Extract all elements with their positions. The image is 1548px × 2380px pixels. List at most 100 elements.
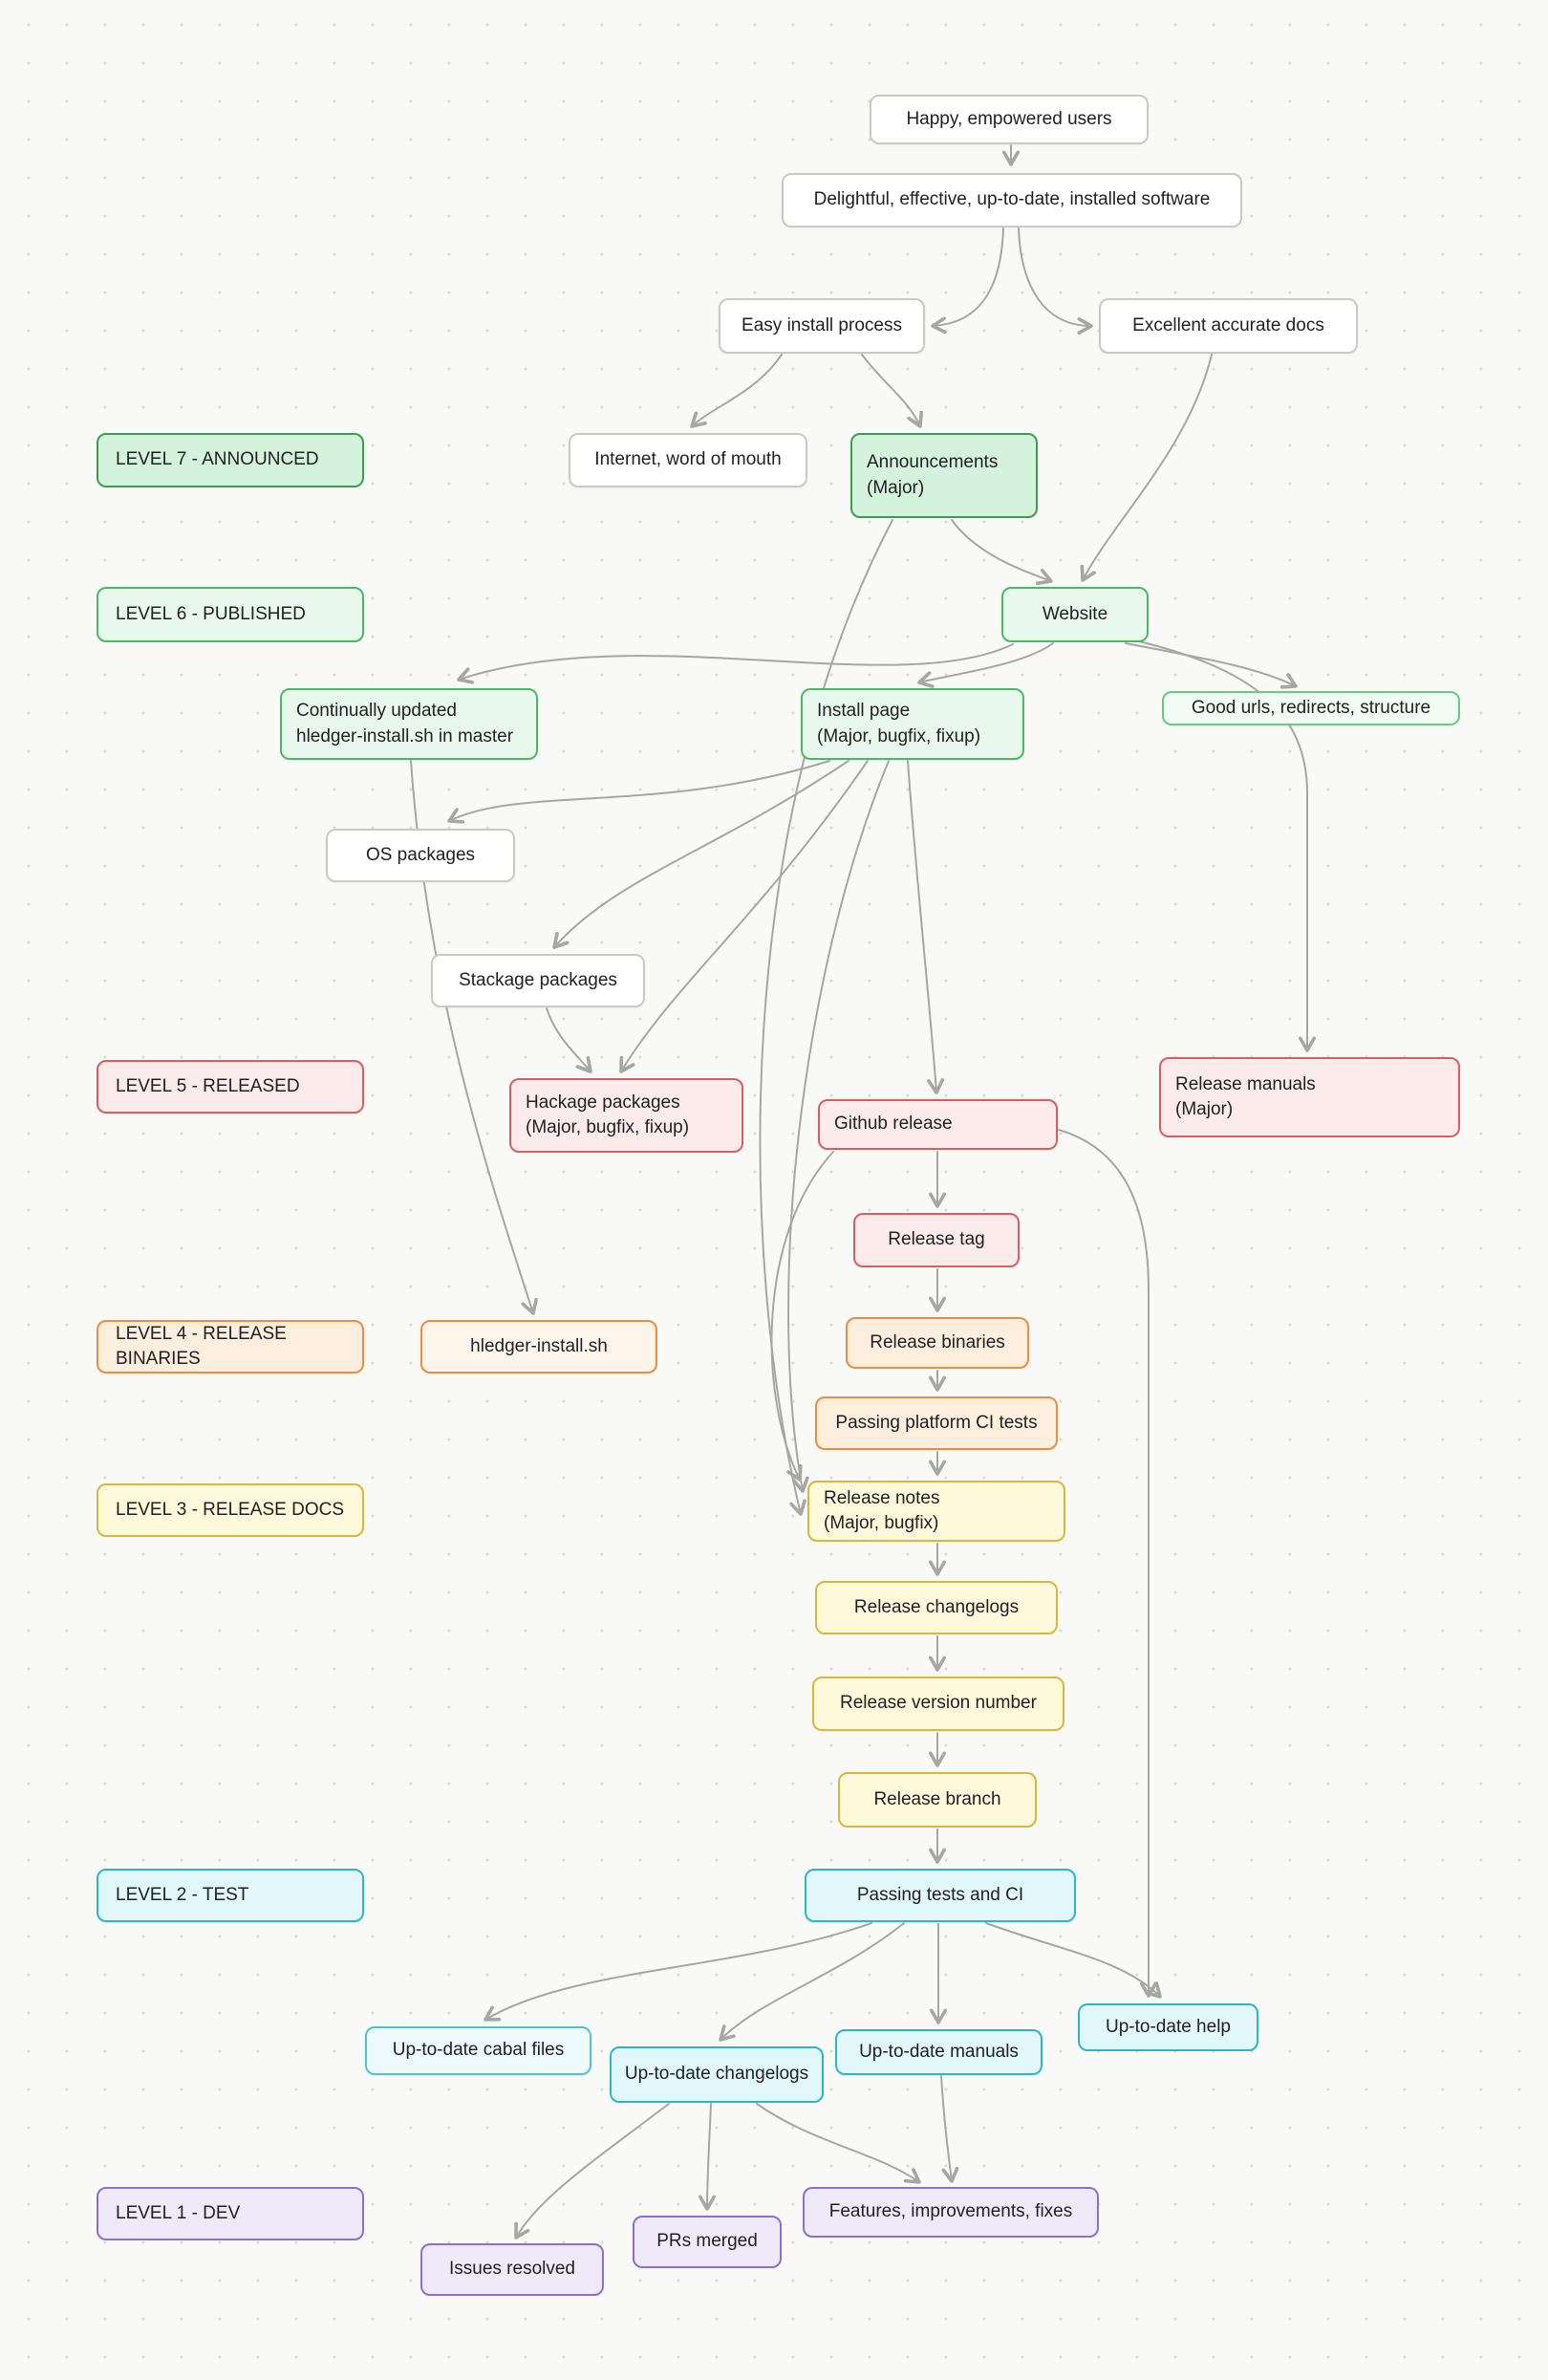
edge-utd-changelogs-prs-merged xyxy=(699,2103,717,2211)
node-label: Release notes (Major, bugfix) xyxy=(824,1487,940,1533)
node-label: hledger-install.sh xyxy=(470,1335,608,1356)
node-release-version-number: Release version number xyxy=(812,1677,1064,1731)
node-utd-help: Up-to-date help xyxy=(1078,2003,1258,2051)
node-label: Issues resolved xyxy=(448,2259,575,2280)
edge-utd-changelogs-issues-resolved xyxy=(514,2103,670,2239)
node-stackage-packages: Stackage packages xyxy=(431,954,645,1007)
edge-delightful-software-easy-install-process xyxy=(931,227,1004,335)
level-label-text: LEVEL 6 - PUBLISHED xyxy=(116,603,306,624)
node-issues-resolved: Issues resolved xyxy=(420,2243,604,2296)
node-label: Announcements (Major) xyxy=(867,452,999,498)
node-delightful-software: Delightful, effective, up-to-date, insta… xyxy=(782,173,1242,227)
node-continually-updated-install-script: Continually updated hledger-install.sh i… xyxy=(280,688,538,760)
node-release-manuals: Release manuals (Major) xyxy=(1159,1057,1460,1137)
node-label: Good urls, redirects, structure xyxy=(1191,697,1431,718)
node-label: Continually updated hledger-install.sh i… xyxy=(296,701,514,746)
edge-passing-tests-ci-utd-help xyxy=(985,1922,1162,1999)
node-website: Website xyxy=(1001,587,1149,642)
node-label: Internet, word of mouth xyxy=(594,449,782,470)
node-release-tag: Release tag xyxy=(853,1213,1020,1267)
node-hackage-packages: Hackage packages (Major, bugfix, fixup) xyxy=(509,1078,743,1153)
node-label: Excellent accurate docs xyxy=(1132,314,1324,335)
node-label: Release manuals (Major) xyxy=(1175,1073,1316,1119)
edge-utd-changelogs-features-improvements-fixes xyxy=(756,2103,921,2184)
node-label: Release tag xyxy=(888,1229,985,1250)
node-passing-platform-ci: Passing platform CI tests xyxy=(815,1396,1058,1450)
node-label: Passing tests and CI xyxy=(856,1884,1024,1905)
edge-github-release-release-notes xyxy=(770,1151,834,1482)
node-label: Stackage packages xyxy=(459,969,617,990)
node-label: Features, improvements, fixes xyxy=(828,2201,1073,2222)
node-install-page: Install page (Major, bugfix, fixup) xyxy=(801,688,1024,760)
node-happy-users: Happy, empowered users xyxy=(870,95,1149,144)
node-utd-cabal-files: Up-to-date cabal files xyxy=(365,2026,591,2075)
node-easy-install-process: Easy install process xyxy=(719,298,925,354)
node-label: Release changelogs xyxy=(853,1596,1020,1617)
edge-website-install-page xyxy=(917,642,1054,688)
node-github-release: Github release xyxy=(818,1099,1058,1150)
node-label: Up-to-date changelogs xyxy=(624,2064,809,2085)
node-passing-tests-ci: Passing tests and CI xyxy=(805,1869,1076,1922)
edge-install-page-hackage-packages xyxy=(619,760,869,1073)
node-utd-changelogs: Up-to-date changelogs xyxy=(610,2046,824,2103)
level-label-text: LEVEL 2 - TEST xyxy=(116,1884,249,1905)
edge-easy-install-process-internet-word-of-mouth xyxy=(690,354,783,428)
node-label: Up-to-date help xyxy=(1106,2016,1231,2037)
level-label-text: LEVEL 5 - RELEASED xyxy=(116,1075,300,1096)
node-label: Up-to-date manuals xyxy=(859,2041,1019,2062)
node-release-notes: Release notes (Major, bugfix) xyxy=(807,1481,1065,1542)
node-label: Release version number xyxy=(840,1693,1037,1714)
node-release-branch: Release branch xyxy=(838,1772,1037,1828)
node-good-urls: Good urls, redirects, structure xyxy=(1162,691,1460,725)
edge-install-page-release-notes xyxy=(787,760,890,1493)
edge-announcements-release-notes xyxy=(759,519,893,1516)
node-label: Delightful, effective, up-to-date, insta… xyxy=(813,189,1211,210)
node-label: Easy install process xyxy=(742,314,902,335)
node-label: Release binaries xyxy=(870,1331,1005,1352)
level-label-3-release-docs: LEVEL 3 - RELEASE DOCS xyxy=(97,1483,364,1537)
edge-utd-manuals-features-improvements-fixes xyxy=(940,2075,959,2183)
node-label: Up-to-date cabal files xyxy=(392,2040,565,2061)
edge-website-good-urls xyxy=(1125,642,1298,689)
node-release-binaries: Release binaries xyxy=(846,1317,1029,1369)
edge-announcements-website xyxy=(951,519,1053,586)
edge-install-page-github-release xyxy=(907,760,945,1094)
node-os-packages: OS packages xyxy=(326,829,515,882)
node-label: PRs merged xyxy=(656,2231,758,2252)
node-label: Release branch xyxy=(873,1788,1001,1809)
node-excellent-docs: Excellent accurate docs xyxy=(1099,298,1358,354)
node-label: Website xyxy=(1042,603,1108,624)
level-label-2-test: LEVEL 2 - TEST xyxy=(97,1869,364,1922)
level-label-4-release-binaries: LEVEL 4 - RELEASE BINARIES xyxy=(97,1320,364,1374)
edge-website-continually-updated-install-script xyxy=(457,643,1014,684)
edge-passing-tests-ci-utd-changelogs xyxy=(719,1922,905,2042)
edge-easy-install-process-announcements xyxy=(861,354,924,428)
node-label: Hackage packages (Major, bugfix, fixup) xyxy=(526,1092,690,1137)
node-hledger-install-sh: hledger-install.sh xyxy=(420,1320,657,1374)
node-label: Passing platform CI tests xyxy=(835,1412,1038,1433)
level-label-text: LEVEL 4 - RELEASE BINARIES xyxy=(116,1323,287,1369)
node-label: Github release xyxy=(834,1114,953,1135)
edge-passing-tests-ci-utd-cabal-files xyxy=(484,1922,872,2022)
level-label-text: LEVEL 3 - RELEASE DOCS xyxy=(116,1499,345,1520)
node-internet-word-of-mouth: Internet, word of mouth xyxy=(569,433,807,487)
level-label-1-dev: LEVEL 1 - DEV xyxy=(97,2187,364,2240)
level-label-text: LEVEL 7 - ANNOUNCED xyxy=(116,449,319,470)
node-announcements: Announcements (Major) xyxy=(850,433,1038,518)
node-label: Happy, empowered users xyxy=(906,108,1112,129)
level-label-7-announced: LEVEL 7 - ANNOUNCED xyxy=(97,433,364,487)
edge-stackage-packages-hackage-packages xyxy=(546,1007,592,1073)
edge-delightful-software-excellent-docs xyxy=(1018,227,1093,335)
node-features-improvements-fixes: Features, improvements, fixes xyxy=(803,2187,1099,2238)
level-label-5-released: LEVEL 5 - RELEASED xyxy=(97,1060,364,1114)
node-label: OS packages xyxy=(365,844,476,865)
level-label-text: LEVEL 1 - DEV xyxy=(116,2202,241,2223)
node-release-changelogs: Release changelogs xyxy=(815,1581,1058,1634)
node-prs-merged: PRs merged xyxy=(633,2216,782,2268)
edge-github-release-utd-help xyxy=(1058,1129,1157,1998)
edge-install-page-os-packages xyxy=(447,760,830,824)
node-label: Install page (Major, bugfix, fixup) xyxy=(817,701,981,746)
level-label-6-published: LEVEL 6 - PUBLISHED xyxy=(97,587,364,642)
